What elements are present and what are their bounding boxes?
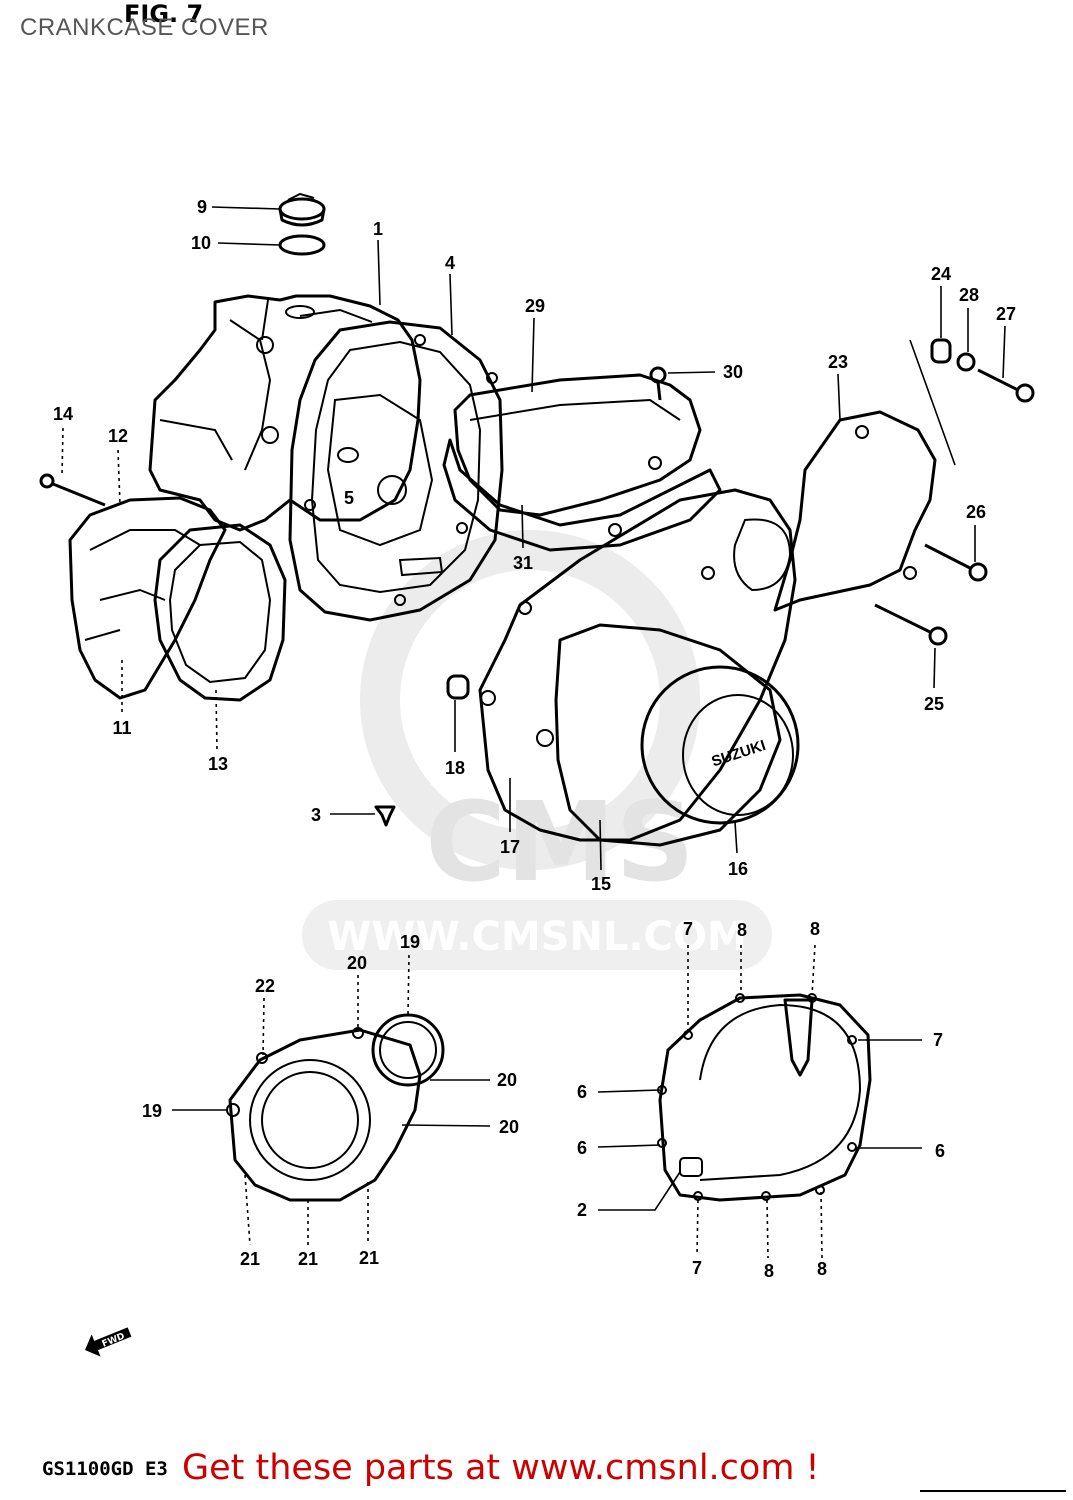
callout-2: 2 [577,1200,587,1220]
buy-parts-link[interactable]: Get these parts at www.cmsnl.com ! [182,1448,820,1488]
crankcase-cover-body [148,294,422,532]
screw-3 [374,805,396,827]
callout-8: 8 [737,920,747,940]
callout-28: 28 [959,285,979,305]
callout-19: 19 [142,1101,162,1121]
callout-6: 6 [577,1082,587,1102]
callout-24: 24 [931,264,951,284]
callout-29: 29 [525,296,545,316]
callout-13: 13 [208,754,228,774]
signal-generator-cover [773,410,937,612]
crankcase-cover-gasket [288,320,504,622]
svg-text:FWD: FWD [101,1332,127,1350]
cta-underline [920,1490,1066,1492]
fwd-arrow: FWD [85,1327,132,1357]
callout-19: 19 [400,932,420,952]
callout-22: 22 [255,976,275,996]
callout-6: 6 [577,1138,587,1158]
callout-20: 20 [499,1117,519,1137]
bolt-14 [39,473,106,507]
callout-18: 18 [445,758,465,778]
generator-inner-cover [554,623,782,847]
callout-23: 23 [828,352,848,372]
upper-cover-gasket [442,438,722,552]
callout-14: 14 [53,404,73,424]
callout-8: 8 [810,919,820,939]
callout-8: 8 [764,1261,774,1281]
callout-12: 12 [108,426,128,446]
callout-4: 4 [445,253,455,273]
callout-31: 31 [513,553,533,573]
bolt-26 [924,543,988,582]
callout-6: 6 [935,1141,945,1161]
callout-15: 15 [591,874,611,894]
watermark-brand: CMS [425,778,694,906]
o-ring [278,234,326,256]
callout-20: 20 [347,953,367,973]
figure-number: FIG. 7 [124,0,204,28]
callout-25: 25 [924,694,944,714]
callout-17: 17 [500,837,520,857]
callout-3: 3 [311,805,321,825]
callout-9: 9 [197,197,207,217]
bolt-27 [977,368,1035,403]
cover-logo: SUZUKI [709,737,767,770]
lower-left-cover [226,1013,445,1202]
callout-7: 7 [933,1030,943,1050]
callout-26: 26 [966,502,986,522]
bolt-25 [874,603,948,646]
washer-28 [956,352,976,372]
cap-24 [930,338,952,364]
lower-right-cover [657,993,872,1202]
callout-8: 8 [817,1259,827,1279]
callout-30: 30 [723,362,743,382]
callout-7: 7 [692,1258,702,1278]
callout-10: 10 [191,233,211,253]
callout-21: 21 [240,1249,260,1269]
oil-filler-cap [278,192,326,227]
dowel-18 [446,674,470,700]
leader-lines [61,206,1006,1259]
callout-7: 7 [683,919,693,939]
callout-27: 27 [996,304,1016,324]
generator-cover [478,488,797,842]
callout-labels: 9 10 1 4 29 30 24 28 27 23 14 12 5 31 26… [53,197,1016,1281]
bolt-30 [649,366,667,401]
callout-21: 21 [359,1248,379,1268]
watermark: CMS WWW.CMSNL.COM [302,530,772,970]
upper-cover [453,373,702,517]
watermark-url: WWW.CMSNL.COM [327,914,747,960]
inner-panel [326,393,434,547]
callout-16: 16 [728,859,748,879]
callout-1: 1 [373,219,383,239]
bracket-line [909,339,956,466]
page-title: CRANKCASE COVER [20,14,269,41]
callout-20: 20 [497,1070,517,1090]
callout-11: 11 [112,718,131,738]
starter-cover-gasket [153,523,287,702]
model-code: GS1100GD E3 [42,1458,168,1480]
callout-5: 5 [344,488,354,508]
callout-21: 21 [298,1249,318,1269]
